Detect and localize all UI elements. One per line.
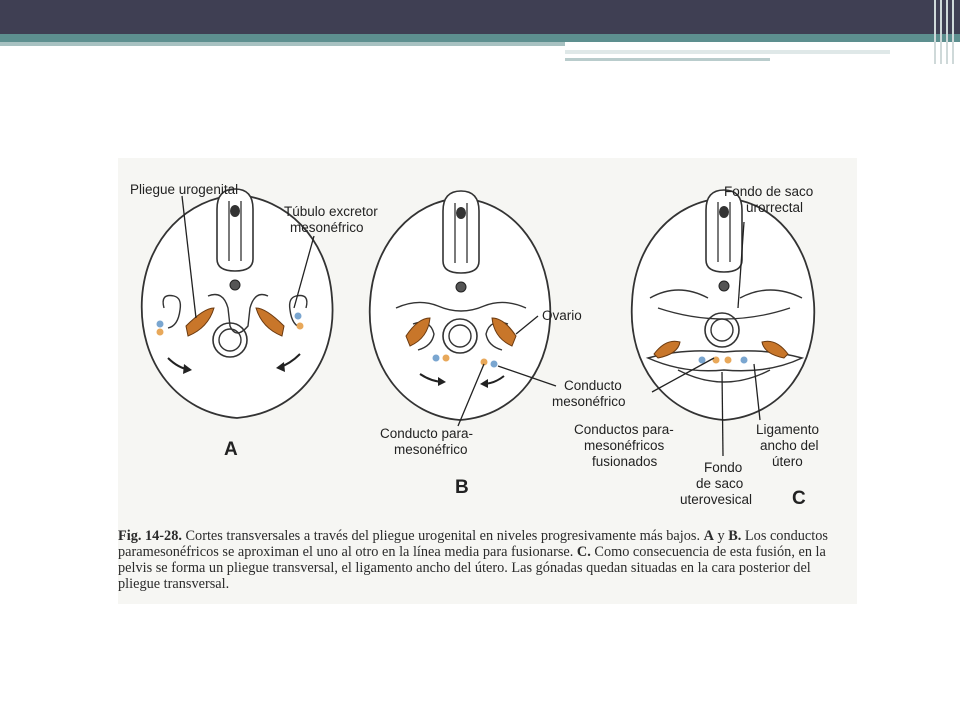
label-ligamento-ancho-2: ancho del [760,438,819,453]
label-fondo-saco-uterovesical-2: de saco [696,476,743,491]
caption-text: Como consecuencia de esta fusión, en la … [118,544,826,592]
figure-diagram: Pliegue urogenital Túbulo excretor meson… [130,182,819,509]
section-b-diagram [368,190,557,427]
section-a-diagram [140,188,334,419]
label-conductos-fusionados: Conductos para- [574,422,674,437]
slide-corner-decoration [930,0,960,64]
header-bar [0,0,960,34]
label-fondo-saco-uterovesical: Fondo [704,460,742,475]
label-ovario: Ovario [542,308,582,323]
header-accent-bar [0,34,960,42]
gonad-right-icon [255,307,285,337]
caption-ref-a: A [703,528,714,544]
header-accent-line [0,42,565,46]
ovary-right-icon [491,317,517,347]
label-conducto-mesonefrico-2: mesonéfrico [552,394,626,409]
caption-ref-b: B. [728,528,742,544]
caption-ref-c: C. [576,544,591,560]
caption-text: Los conductos paramesonéfricos se aproxi… [118,528,828,560]
label-tubulo-excretor: Túbulo excretor [284,204,378,219]
label-ligamento-ancho: Ligamento [756,422,819,437]
label-conducto-paramesonefrico-2: mesonéfrico [394,442,468,457]
gonad-c-right-icon [761,340,789,359]
caption-fig-number: Fig. 14-28. [118,528,182,544]
panel-letter-a: A [224,439,238,460]
label-conductos-fusionados-2: mesonéfricos [584,438,665,453]
panel-letter-b: B [455,477,469,498]
label-conducto-mesonefrico: Conducto [564,378,622,393]
panel-letter-c: C [792,488,806,509]
gonad-c-left-icon [653,340,681,359]
label-tubulo-excretor-2: mesonéfrico [290,220,364,235]
label-fondo-saco-urorrectal-2: urorrectal [746,200,803,215]
embryology-figure: Pliegue urogenital Túbulo excretor meson… [118,158,857,604]
label-fondo-saco-urorrectal: Fondo de saco [724,184,813,199]
figure-caption: Fig. 14-28. Cortes transversales a travé… [118,528,843,592]
label-ligamento-ancho-3: útero [772,454,803,469]
label-conducto-paramesonefrico: Conducto para- [380,426,473,441]
header-accent-line [565,58,770,61]
header-accent-line [565,50,890,54]
label-fondo-saco-uterovesical-3: uterovesical [680,492,752,507]
section-c-diagram [630,189,816,457]
label-conductos-fusionados-3: fusionados [592,454,658,469]
caption-text: y [713,528,729,544]
caption-text: Cortes transversales a través del pliegu… [181,528,704,544]
label-pliegue-urogenital: Pliegue urogenital [130,182,238,197]
ovary-left-icon [405,317,431,347]
